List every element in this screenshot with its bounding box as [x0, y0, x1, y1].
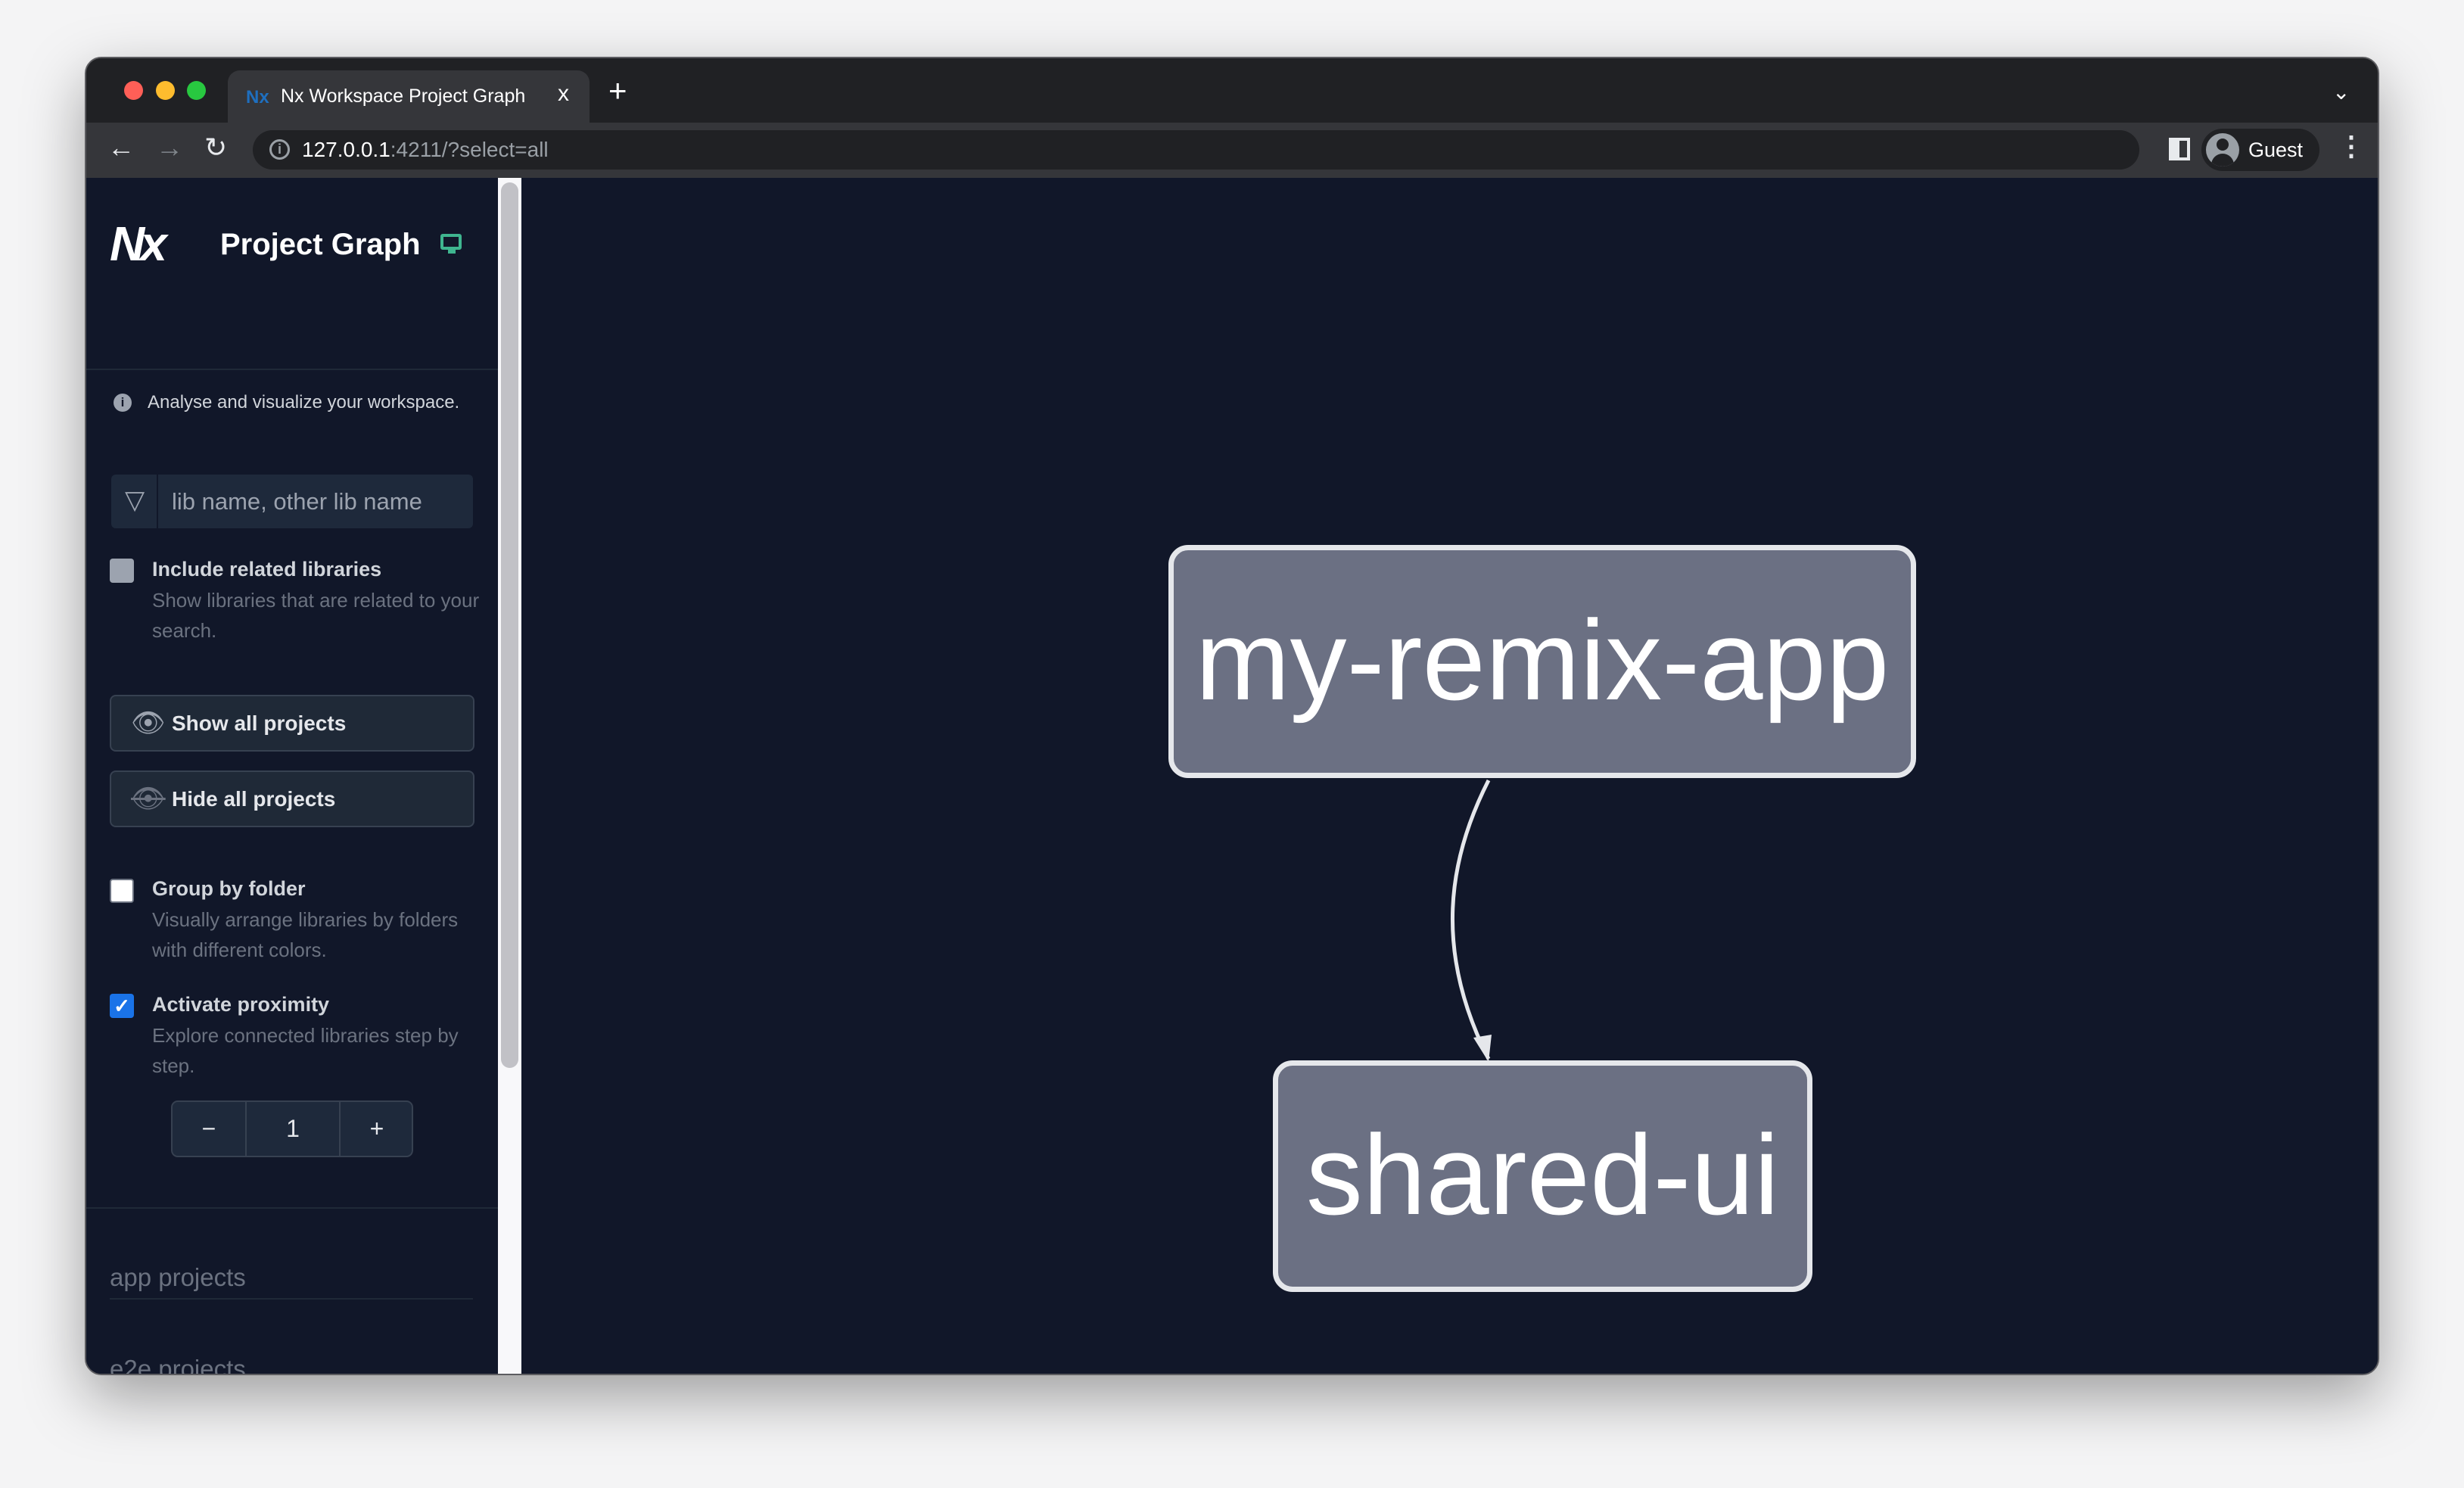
nx-favicon-icon: Nx	[246, 87, 269, 107]
browser-tab[interactable]: Nx Nx Workspace Project Graph x	[228, 70, 590, 123]
divider	[86, 1207, 498, 1209]
page-title: Project Graph	[220, 228, 421, 261]
hide-all-label: Hide all projects	[172, 787, 336, 811]
search-placeholder: lib name, other lib name	[172, 488, 422, 515]
profile-label: Guest	[2248, 139, 2304, 161]
close-window-button[interactable]	[124, 81, 143, 100]
browser-toolbar: ← → ↻ i 127.0.0.1:4211/?select=all Guest…	[86, 123, 2378, 178]
graph-canvas[interactable]: my-remix-app shared-ui ⤓	[521, 178, 2378, 1374]
include-related-label: Include related libraries	[152, 558, 382, 581]
address-bar[interactable]: i 127.0.0.1:4211/?select=all	[253, 130, 2139, 170]
include-related-desc: Show libraries that are related to your …	[152, 589, 480, 642]
activate-proximity-checkbox[interactable]: ✓	[110, 994, 134, 1018]
nx-logo: Nx	[110, 216, 167, 271]
search-input[interactable]: ▽ lib name, other lib name	[111, 475, 473, 528]
graph-node[interactable]: shared-ui	[1273, 1060, 1812, 1292]
activate-proximity-desc: Explore connected libraries step by step…	[152, 1024, 459, 1077]
tab-search-chevron-icon[interactable]: ⌄	[2332, 80, 2350, 104]
url-text: 127.0.0.1:4211/?select=all	[302, 138, 549, 162]
proximity-stepper: − 1 +	[171, 1100, 413, 1157]
sidebar-scrollbar[interactable]	[498, 178, 521, 1374]
app-content: Nx Project Graph i Analyse and visualize…	[86, 178, 2378, 1375]
divider	[86, 369, 498, 370]
back-icon[interactable]: ←	[107, 132, 135, 163]
group-by-folder-desc: Visually arrange libraries by folders wi…	[152, 908, 459, 961]
filter-icon: ▽	[125, 486, 145, 515]
new-tab-button[interactable]: +	[608, 73, 627, 108]
activate-proximity-label: Activate proximity	[152, 993, 330, 1016]
decrement-button[interactable]: −	[173, 1102, 247, 1156]
url-path: :4211/?select=all	[390, 138, 549, 161]
section-e2e-projects: e2e projects	[110, 1355, 246, 1375]
minimize-window-button[interactable]	[156, 81, 175, 100]
hide-all-projects-button[interactable]: 👁 Hide all projects	[110, 770, 474, 827]
section-app-projects: app projects	[110, 1263, 246, 1291]
site-info-icon[interactable]: i	[269, 139, 290, 160]
show-all-projects-button[interactable]: 👁 Show all projects	[110, 695, 474, 752]
tab-title: Nx Workspace Project Graph	[281, 86, 526, 107]
browser-window: Nx Nx Workspace Project Graph x + ⌄ ← → …	[85, 57, 2379, 1375]
side-panel-icon[interactable]	[2169, 138, 2190, 160]
sidebar: Nx Project Graph i Analyse and visualize…	[86, 178, 498, 1375]
graph-edges	[1450, 779, 1492, 1062]
section-divider	[110, 1298, 473, 1300]
group-by-folder-checkbox[interactable]	[110, 879, 134, 903]
maximize-window-button[interactable]	[187, 81, 206, 100]
menu-icon[interactable]: ⋮	[2338, 130, 2365, 161]
forward-icon[interactable]: →	[156, 132, 183, 163]
edge-arrow-icon	[1473, 1035, 1492, 1062]
url-host: 127.0.0.1	[302, 138, 390, 161]
tab-bar: Nx Nx Workspace Project Graph x + ⌄	[86, 58, 2378, 123]
monitor-icon[interactable]	[440, 234, 462, 254]
graph-node[interactable]: my-remix-app	[1168, 545, 1916, 778]
include-related-checkbox[interactable]	[110, 559, 134, 583]
scrollbar-thumb[interactable]	[501, 182, 518, 1068]
edge-my-remix-app-to-shared-ui[interactable]	[1450, 779, 1491, 1060]
proximity-value[interactable]: 1	[247, 1102, 341, 1156]
eye-icon: 👁	[131, 707, 166, 738]
show-all-label: Show all projects	[172, 711, 347, 735]
info-icon: i	[114, 394, 132, 412]
group-by-folder-label: Group by folder	[152, 877, 306, 900]
reload-icon[interactable]: ↻	[204, 132, 228, 163]
info-text: Analyse and visualize your workspace.	[148, 392, 460, 412]
tab-close-icon[interactable]: x	[558, 81, 569, 106]
profile-button[interactable]: Guest	[2201, 129, 2319, 171]
increment-button[interactable]: +	[369, 1115, 384, 1142]
avatar-icon	[2206, 133, 2239, 167]
eye-off-icon: 👁	[131, 783, 166, 814]
